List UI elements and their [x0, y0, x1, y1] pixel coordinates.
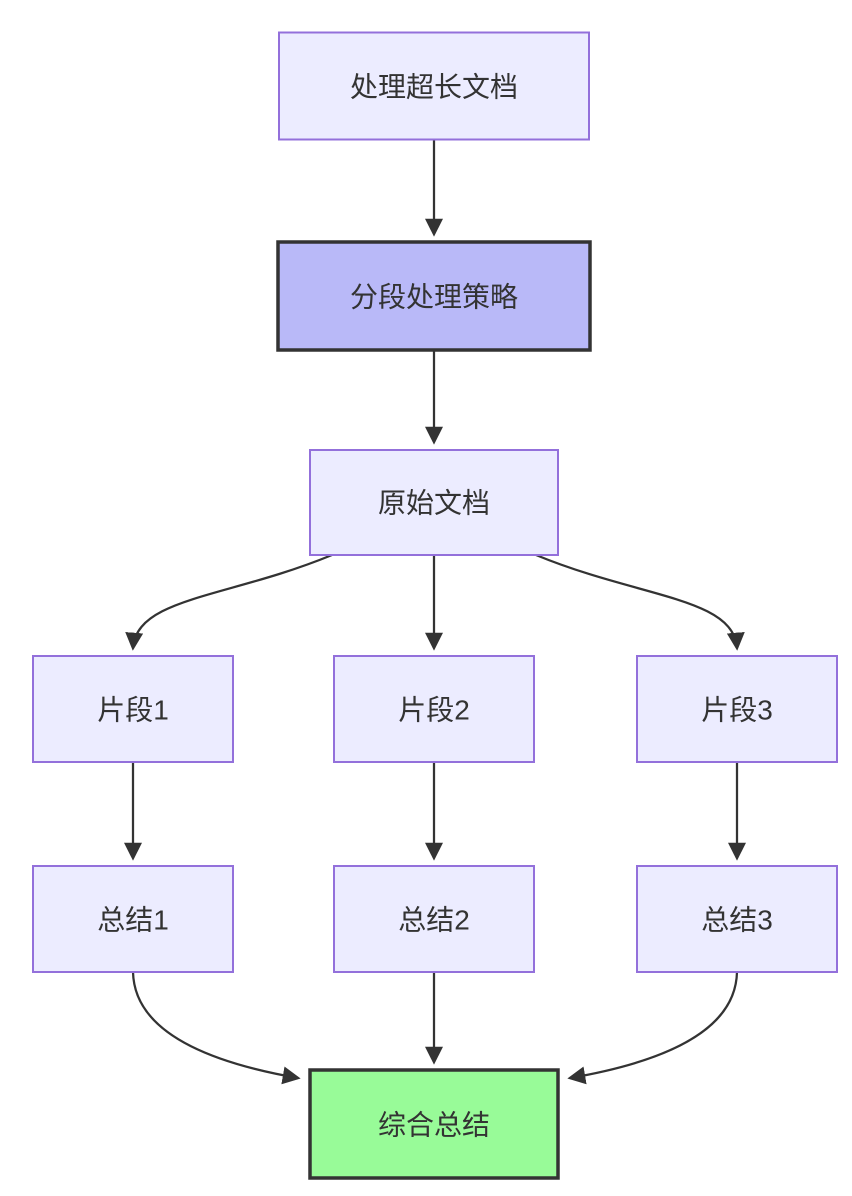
node-task: 处理超长文档 — [278, 31, 590, 141]
edge-source-frag3 — [535, 553, 745, 651]
node-sum3-box — [636, 865, 838, 973]
edge-layer — [124, 140, 746, 1085]
node-source: 原始文档 — [309, 449, 559, 556]
node-strategy: 分段处理策略 — [276, 240, 592, 352]
node-frag2-label: 片段2 — [398, 695, 470, 726]
node-frag1-box — [32, 655, 234, 763]
node-sum2: 总结2 — [333, 865, 535, 973]
node-frag1-label: 片段1 — [97, 695, 169, 726]
node-frag2: 片段2 — [333, 655, 535, 763]
node-strategy-label: 分段处理策略 — [350, 282, 518, 313]
node-frag1: 片段1 — [32, 655, 234, 763]
edge-source-frag1 — [125, 553, 333, 651]
node-source-label: 原始文档 — [378, 488, 490, 519]
node-sum1-box — [32, 865, 234, 973]
node-final-box — [308, 1068, 560, 1180]
edge-sum1-final — [131, 971, 301, 1085]
edge-sum3-final — [567, 971, 739, 1085]
node-sum3-label: 总结3 — [701, 905, 773, 936]
node-frag3-label: 片段3 — [701, 695, 773, 726]
node-frag2-box — [333, 655, 535, 763]
node-strategy-box — [276, 240, 592, 352]
node-task-label: 处理超长文档 — [350, 72, 518, 103]
node-sum3: 总结3 — [636, 865, 838, 973]
node-frag3-box — [636, 655, 838, 763]
node-sum1-label: 总结1 — [97, 905, 169, 936]
node-sum1: 总结1 — [32, 865, 234, 973]
node-source-box — [309, 449, 559, 556]
node-final: 综合总结 — [308, 1068, 560, 1180]
node-sum2-box — [333, 865, 535, 973]
node-sum2-label: 总结2 — [398, 905, 470, 936]
node-frag3: 片段3 — [636, 655, 838, 763]
node-final-label: 综合总结 — [378, 1110, 490, 1141]
node-task-box — [278, 31, 590, 141]
